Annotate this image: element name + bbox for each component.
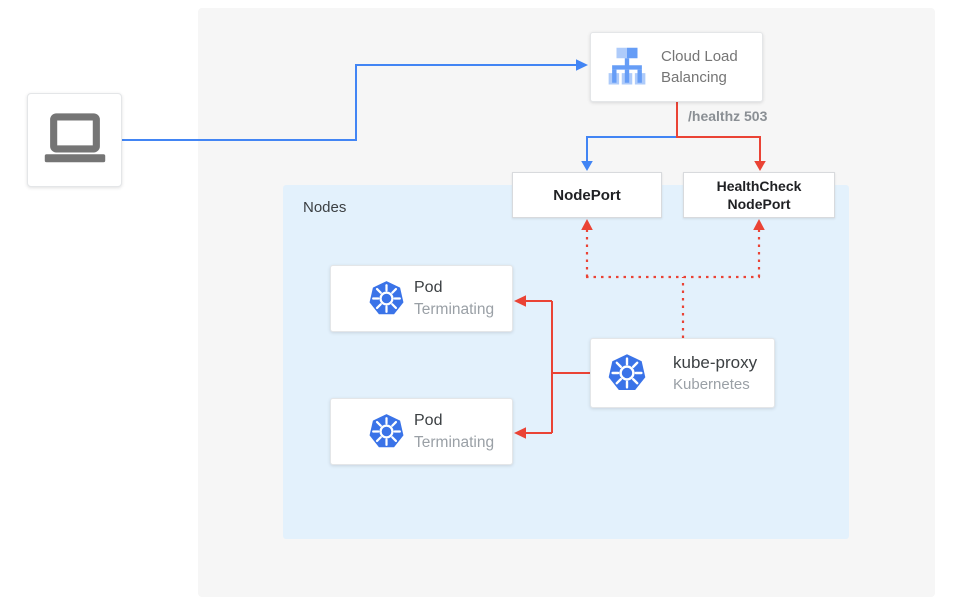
cloud-load-balancing-box: Cloud Load Balancing xyxy=(590,32,763,102)
healthcheck-nodeport-box: HealthCheck NodePort xyxy=(683,172,835,218)
healthz-503-label: /healthz 503 xyxy=(688,108,768,124)
nodes-label: Nodes xyxy=(303,199,347,216)
healthcheck-nodeport-label-line1: HealthCheck xyxy=(716,178,802,194)
kube-proxy-subtitle: Kubernetes xyxy=(673,376,750,393)
cloud-load-balancing-label: Cloud Load Balancing xyxy=(661,48,738,86)
kube-proxy-title: kube-proxy xyxy=(673,353,758,372)
kubernetes-icon xyxy=(369,281,404,315)
pod-terminating-box-1: Pod Terminating xyxy=(330,265,513,332)
load-balancer-icon xyxy=(608,47,646,85)
pod-terminating-box-2: Pod Terminating xyxy=(330,398,513,465)
nodeport-label: NodePort xyxy=(553,186,621,204)
pod-labels: Pod Terminating xyxy=(414,410,494,454)
kubernetes-icon xyxy=(369,414,404,448)
pod-labels: Pod Terminating xyxy=(414,277,494,321)
client-box xyxy=(27,93,122,187)
pod-status: Terminating xyxy=(414,433,495,451)
pod-status: Terminating xyxy=(414,300,495,318)
laptop-icon xyxy=(44,113,105,163)
pod-title: Pod xyxy=(414,278,443,296)
kube-proxy-box: kube-proxy Kubernetes xyxy=(590,338,775,408)
kube-proxy-labels: kube-proxy Kubernetes xyxy=(673,351,757,395)
pod-title: Pod xyxy=(414,411,443,429)
kubernetes-icon xyxy=(608,354,646,390)
healthcheck-nodeport-label-line2: NodePort xyxy=(727,196,791,212)
nodeport-box: NodePort xyxy=(512,172,662,218)
